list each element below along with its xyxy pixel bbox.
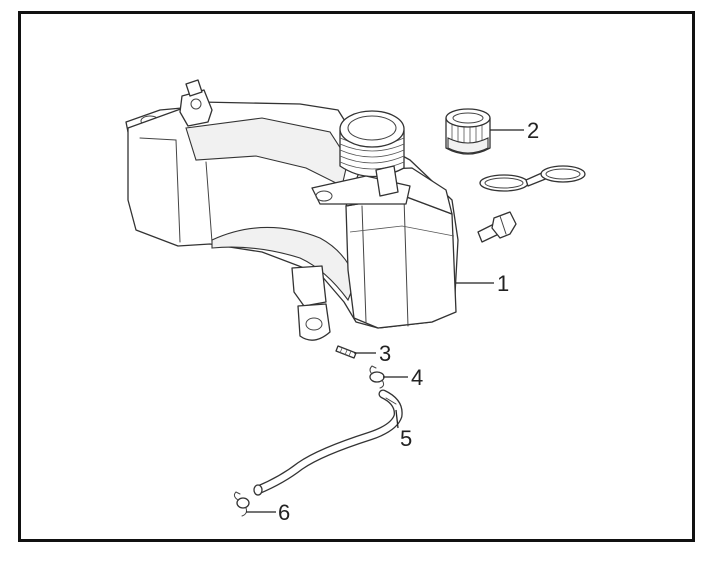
callout-3: 3 bbox=[379, 341, 391, 366]
pin bbox=[335, 345, 357, 359]
fuel-cap bbox=[445, 108, 491, 155]
cap-gasket bbox=[479, 165, 586, 192]
callout-2: 2 bbox=[527, 118, 539, 143]
callout-5: 5 bbox=[400, 426, 412, 451]
fuel-tank bbox=[125, 79, 459, 341]
callout-1: 1 bbox=[497, 271, 509, 296]
hose-clamp-upper bbox=[369, 365, 385, 389]
hose-clamp-lower bbox=[233, 491, 250, 517]
mounting-bolt bbox=[477, 211, 517, 243]
callout-6: 6 bbox=[278, 500, 290, 525]
fuel-hose bbox=[253, 389, 403, 496]
leader-lines bbox=[246, 129, 524, 513]
callout-4: 4 bbox=[411, 365, 423, 390]
